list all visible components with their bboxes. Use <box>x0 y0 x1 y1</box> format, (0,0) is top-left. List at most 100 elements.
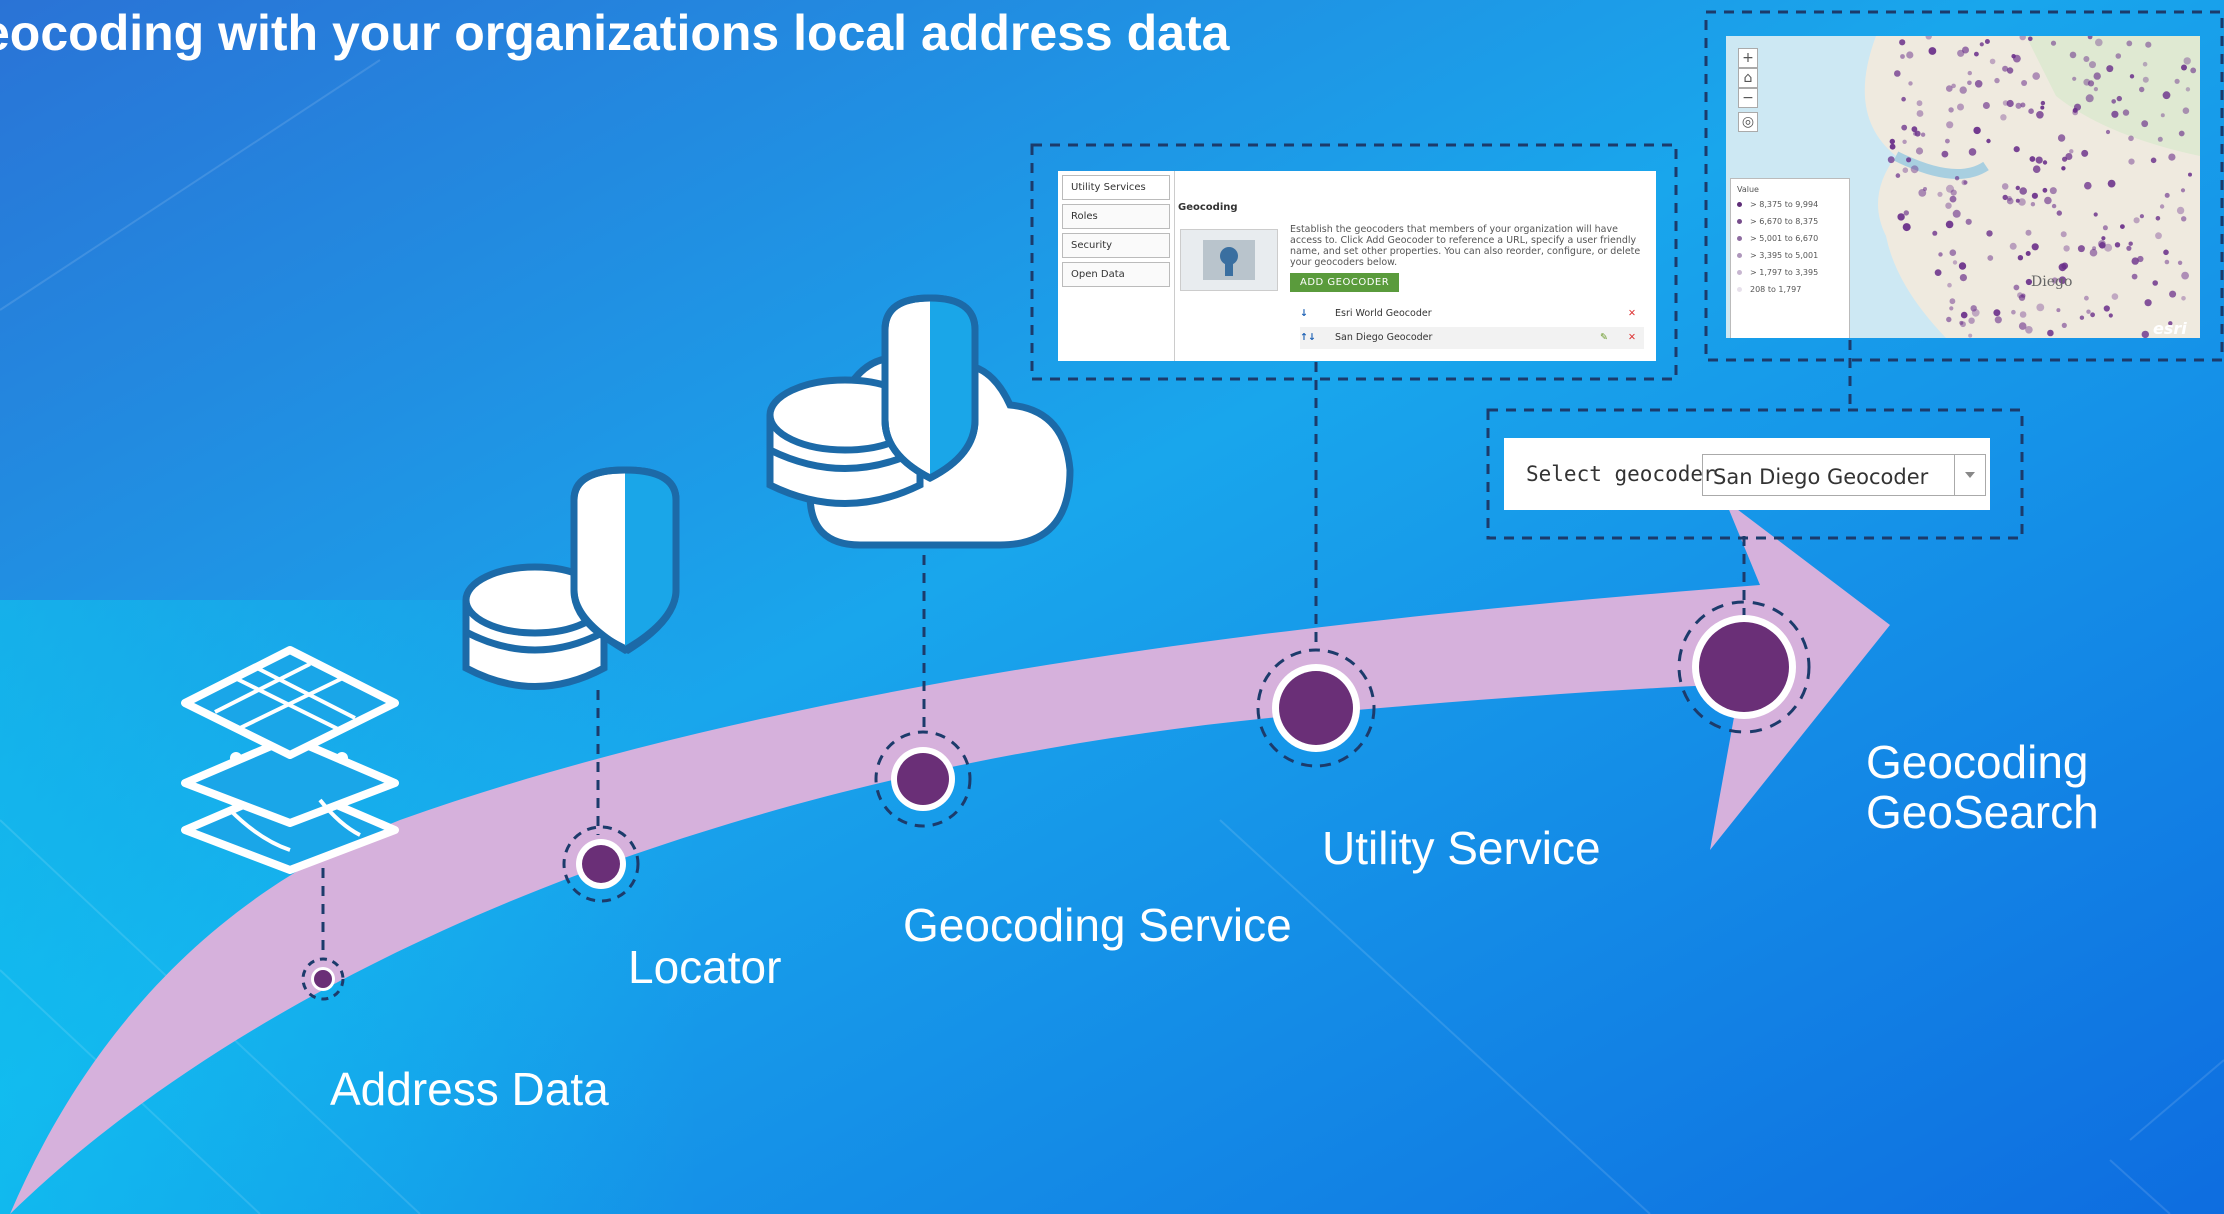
map-point <box>1889 138 1895 145</box>
map-point <box>1989 58 1996 65</box>
map-point <box>1902 223 1911 232</box>
map-point <box>2036 111 2044 119</box>
map-point <box>2133 217 2140 224</box>
map-point <box>1910 165 1919 174</box>
map-point <box>1947 282 1952 288</box>
map-point <box>2069 51 2077 59</box>
map-point <box>1946 85 1953 92</box>
sidebar-item-utility-services[interactable]: Utility Services <box>1062 175 1170 200</box>
map-point <box>2169 290 2177 298</box>
map-point <box>2126 245 2132 251</box>
map-point <box>2063 245 2070 252</box>
map-point <box>2032 72 2040 80</box>
map-point <box>2111 293 2119 300</box>
geocoder-dropdown[interactable]: San Diego Geocoder <box>1702 454 1986 496</box>
zoom-in-button[interactable]: + <box>1738 48 1758 68</box>
map-point <box>2021 80 2028 86</box>
map-point <box>2168 321 2173 326</box>
stage-node-address-data <box>301 957 345 1001</box>
move-down-icon[interactable]: ↓ <box>1300 308 1308 319</box>
legend-item-label: > 8,375 to 9,994 <box>1750 200 1819 209</box>
map-point <box>2093 212 2098 217</box>
map-point <box>2104 243 2113 252</box>
map-point <box>2057 134 2066 142</box>
map-point <box>2072 76 2077 81</box>
map-point <box>2025 229 2032 236</box>
map-point <box>2042 160 2048 165</box>
cloud-database-icon <box>766 294 1074 549</box>
legend-item: > 1,797 to 3,395 <box>1731 264 1849 281</box>
map-point <box>2086 309 2091 314</box>
map-point <box>1986 138 1991 144</box>
map-point <box>2042 187 2048 193</box>
map-point <box>2051 203 2057 209</box>
map-point <box>1949 195 1957 203</box>
map-point <box>2050 40 2057 46</box>
map-point <box>2006 197 2014 205</box>
map-point <box>2178 130 2185 137</box>
zoom-out-button[interactable]: − <box>1738 88 1758 108</box>
map-point <box>1945 220 1954 229</box>
map-point <box>1918 189 1927 197</box>
map-point <box>2049 187 2057 195</box>
stage-node-locator <box>562 825 640 903</box>
sidebar-item-open-data[interactable]: Open Data <box>1062 262 1170 287</box>
map-point <box>2095 38 2103 47</box>
map-point <box>1894 70 1901 77</box>
map-point <box>2000 114 2007 121</box>
chevron-down-icon[interactable] <box>1954 455 1985 495</box>
map-point <box>1928 47 1937 55</box>
map-point <box>2036 303 2045 312</box>
map-point <box>2128 158 2135 165</box>
legend-item: > 3,395 to 5,001 <box>1731 247 1849 264</box>
map-point <box>1889 143 1896 150</box>
map-point <box>2181 216 2187 222</box>
map-point <box>2083 78 2091 86</box>
legend-item: > 8,375 to 9,994 <box>1731 196 1849 213</box>
map-point <box>1962 46 1969 54</box>
map-point <box>1970 305 1977 312</box>
geocoder-dropdown-value: San Diego Geocoder <box>1713 465 1929 489</box>
map-point <box>1945 138 1950 144</box>
map-point <box>2163 249 2169 256</box>
map-point <box>1963 180 1968 185</box>
map-point <box>1941 150 1949 158</box>
stage-label-utility-service: Utility Service <box>1322 822 1601 874</box>
map-point <box>1914 130 1921 137</box>
select-geocoder-label: Select geocoder <box>1526 462 1716 486</box>
map-point <box>2040 100 2046 106</box>
geocoder-thumbnail-image <box>1180 229 1278 291</box>
map-point <box>1968 317 1975 324</box>
map-point <box>2190 67 2197 74</box>
map-point <box>2107 179 2116 188</box>
map-point <box>1902 167 1909 173</box>
select-geocoder-widget: Select geocoder San Diego Geocoder <box>1504 438 1990 510</box>
delete-icon[interactable]: ✕ <box>1628 308 1636 319</box>
map-point <box>2011 309 2016 315</box>
map-point <box>1949 249 1957 256</box>
move-up-down-icon[interactable]: ↑↓ <box>1300 332 1316 343</box>
sidebar-item-roles[interactable]: Roles <box>1062 204 1170 229</box>
map-point <box>2028 36 2033 42</box>
locate-button[interactable]: ◎ <box>1738 112 1758 132</box>
delete-icon[interactable]: ✕ <box>1628 332 1636 343</box>
map-point <box>2013 146 2020 153</box>
map-point <box>2155 216 2161 221</box>
map-point <box>1967 70 1972 76</box>
map-point <box>1946 121 1954 129</box>
stage-node-geocoding-service <box>874 730 972 828</box>
map-point <box>2079 315 2085 320</box>
home-button[interactable]: ⌂ <box>1738 68 1758 88</box>
map-point <box>1959 320 1964 325</box>
map-point <box>2164 192 2170 198</box>
add-geocoder-button[interactable]: ADD GEOCODER <box>1290 273 1400 292</box>
edit-icon[interactable]: ✎ <box>1600 332 1608 343</box>
map-data-points <box>1887 36 2197 338</box>
map-point <box>2182 107 2190 114</box>
stage-label-address-data: Address Data <box>330 1063 609 1115</box>
map-point <box>1908 81 1913 86</box>
map-point <box>1951 83 1956 89</box>
legend-item-label: > 5,001 to 6,670 <box>1750 234 1819 243</box>
section-description: Establish the geocoders that members of … <box>1290 224 1641 268</box>
sidebar-item-security[interactable]: Security <box>1062 233 1170 258</box>
